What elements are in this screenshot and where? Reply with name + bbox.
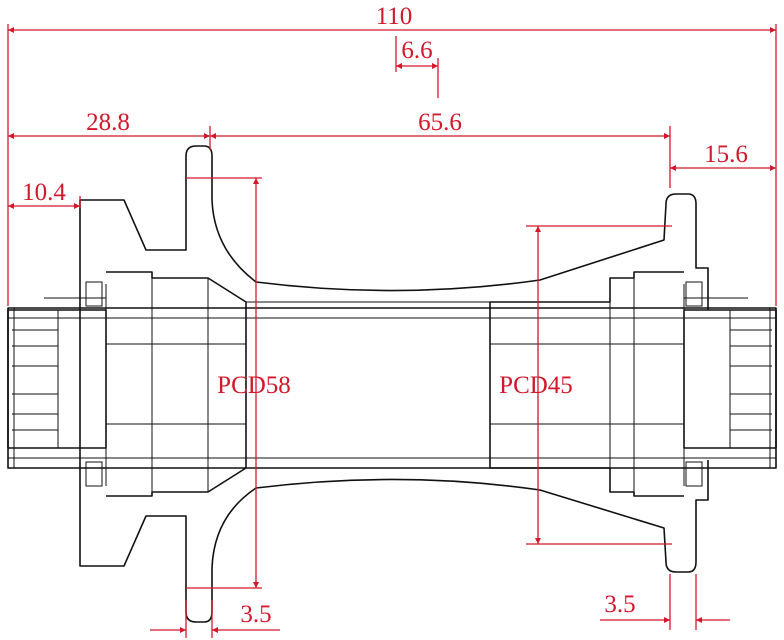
dimension-labels: 110 6.6 28.8 65.6 15.6 10.4 3.5 3.5 PCD5… bbox=[22, 3, 748, 628]
label-left-flange-thickness: 3.5 bbox=[240, 601, 271, 628]
hub-shell bbox=[79, 145, 709, 623]
right-end-cap bbox=[683, 297, 777, 459]
label-pcd-left: PCD58 bbox=[217, 372, 291, 399]
label-offset-center: 6.6 bbox=[401, 37, 432, 64]
left-end-cap bbox=[7, 297, 107, 459]
label-overall-width: 110 bbox=[376, 3, 413, 30]
label-right-flange-thickness: 3.5 bbox=[604, 591, 635, 618]
axle bbox=[7, 307, 777, 469]
hub-outline bbox=[7, 145, 777, 623]
dimension-lines bbox=[7, 24, 777, 638]
label-left-flange: 28.8 bbox=[86, 109, 130, 136]
label-right-flange: 15.6 bbox=[704, 141, 748, 168]
label-left-shoulder: 10.4 bbox=[22, 179, 66, 206]
label-pcd-right: PCD45 bbox=[499, 372, 573, 399]
label-flange-spacing: 65.6 bbox=[418, 109, 462, 136]
